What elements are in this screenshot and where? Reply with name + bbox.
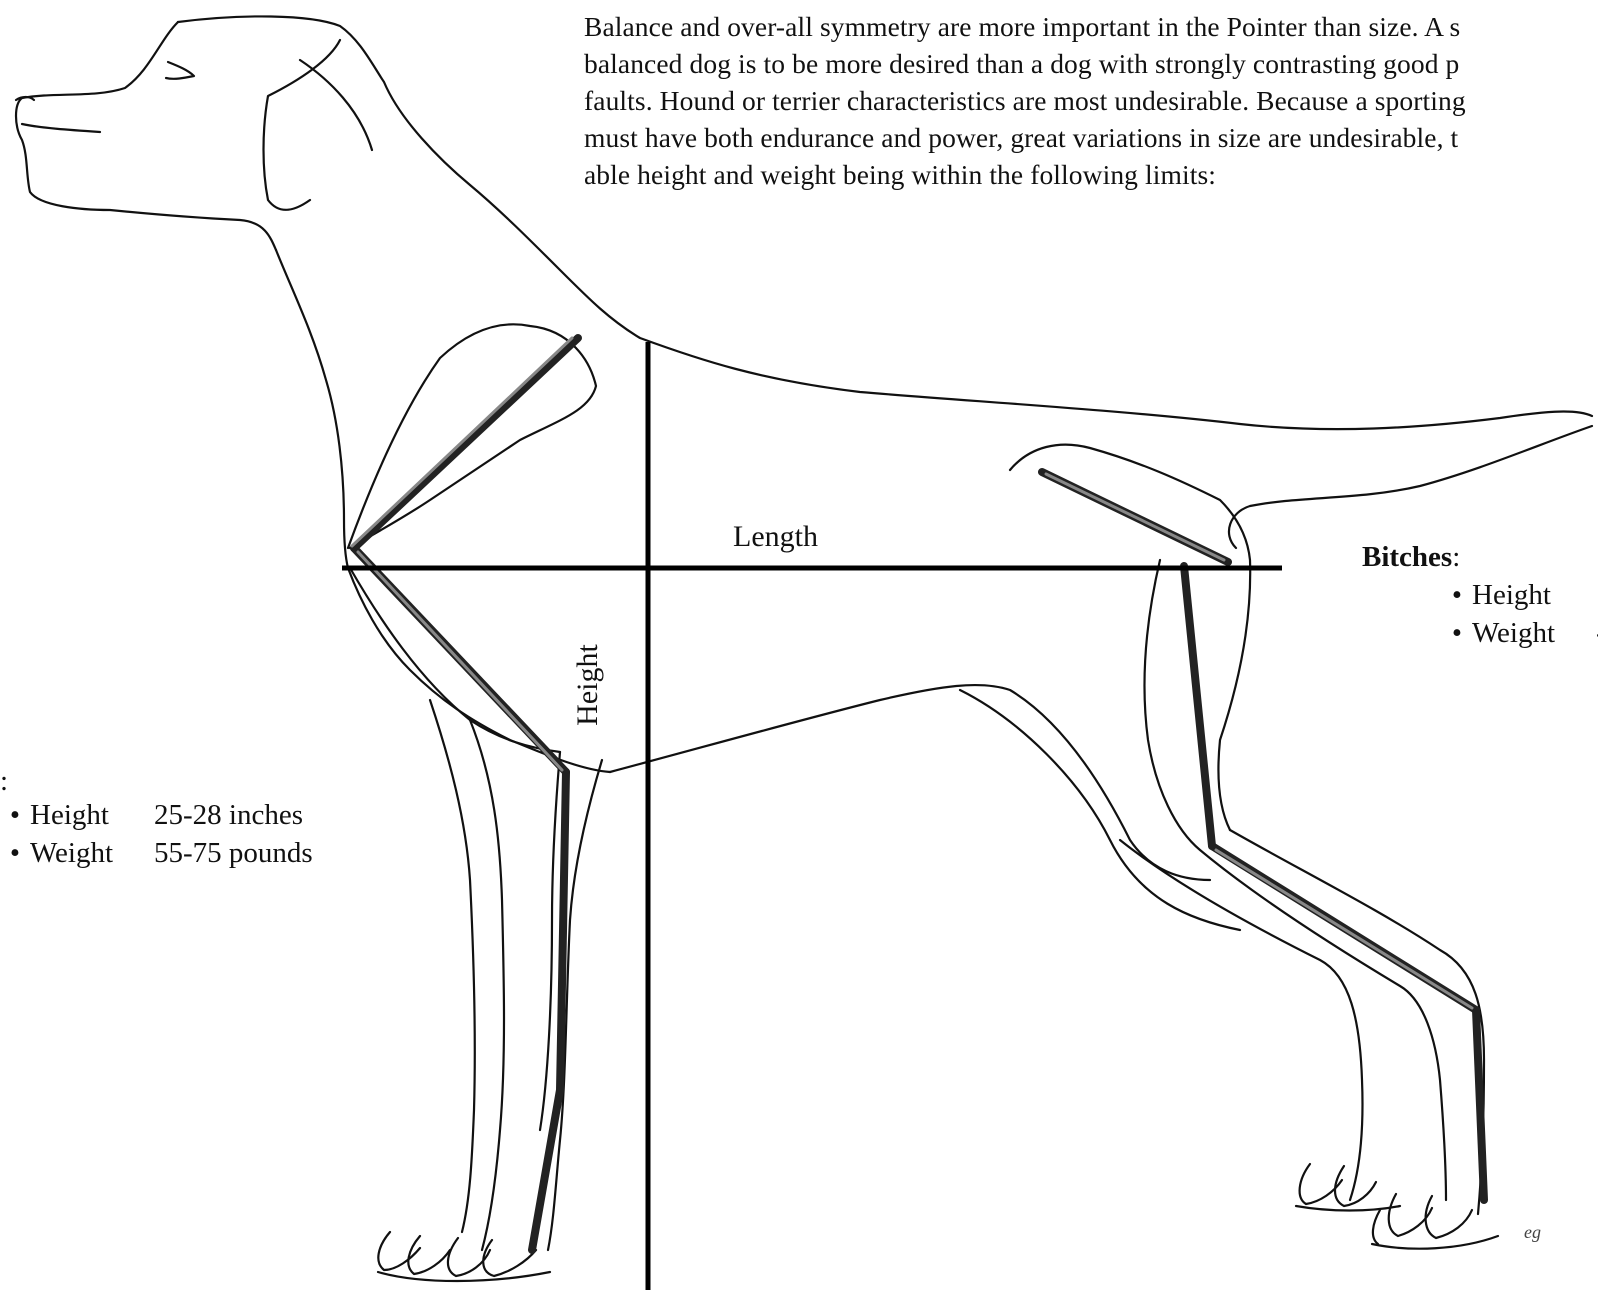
hind-paw-4 bbox=[1426, 1196, 1472, 1238]
front-leg-front bbox=[430, 700, 475, 1232]
bone-angulation-lines bbox=[354, 338, 1484, 1250]
mouth bbox=[22, 124, 100, 132]
bitches-spec: Bitches: •Height •Weight- bbox=[1362, 538, 1598, 652]
neck-front bbox=[276, 250, 348, 568]
spec-name: Height bbox=[1472, 576, 1596, 614]
bullet: • bbox=[0, 796, 30, 834]
bullet: • bbox=[0, 834, 30, 872]
scapula-bar bbox=[354, 338, 578, 548]
bitches-heading-text: Bitches bbox=[1362, 541, 1452, 573]
bitches-height-row: •Height bbox=[1362, 576, 1598, 614]
ear-fold bbox=[300, 60, 372, 150]
hind-leg-inner bbox=[1120, 840, 1363, 1200]
bitches-heading: Bitches: bbox=[1362, 538, 1598, 576]
front-leg-inner bbox=[470, 720, 504, 1250]
height-label: Height bbox=[571, 625, 605, 745]
tail-lower bbox=[1229, 426, 1592, 548]
bitches-weight-row: •Weight- bbox=[1362, 614, 1598, 652]
belly bbox=[610, 685, 1210, 880]
front-paw-1 bbox=[378, 1232, 420, 1270]
thigh-outline bbox=[1010, 445, 1250, 830]
front-leg-back bbox=[548, 760, 602, 1250]
bitches-heading-colon: : bbox=[1452, 541, 1460, 573]
dogs-heading-colon: : bbox=[0, 762, 313, 796]
spec-name: Weight bbox=[1472, 614, 1596, 652]
ear bbox=[264, 40, 341, 210]
spec-name: Weight bbox=[30, 834, 154, 872]
head-outline bbox=[178, 16, 1592, 429]
bullet: • bbox=[1442, 614, 1472, 652]
spec-value: 55-75 pounds bbox=[154, 837, 313, 869]
hind-paw-2 bbox=[1335, 1166, 1376, 1206]
forearm-bar bbox=[532, 772, 566, 1250]
bullet: • bbox=[1442, 576, 1472, 614]
spec-value: 25-28 inches bbox=[154, 799, 303, 831]
front-paw-4 bbox=[483, 1240, 536, 1276]
hind-paw-5 bbox=[1373, 1210, 1380, 1244]
artist-signature: eg bbox=[1524, 1222, 1541, 1243]
hind-paw-base bbox=[1296, 1206, 1400, 1211]
length-label: Length bbox=[733, 520, 818, 554]
tibia-bar bbox=[1184, 566, 1212, 846]
muzzle bbox=[16, 22, 276, 250]
spec-name: Height bbox=[30, 796, 154, 834]
eye bbox=[166, 62, 194, 79]
